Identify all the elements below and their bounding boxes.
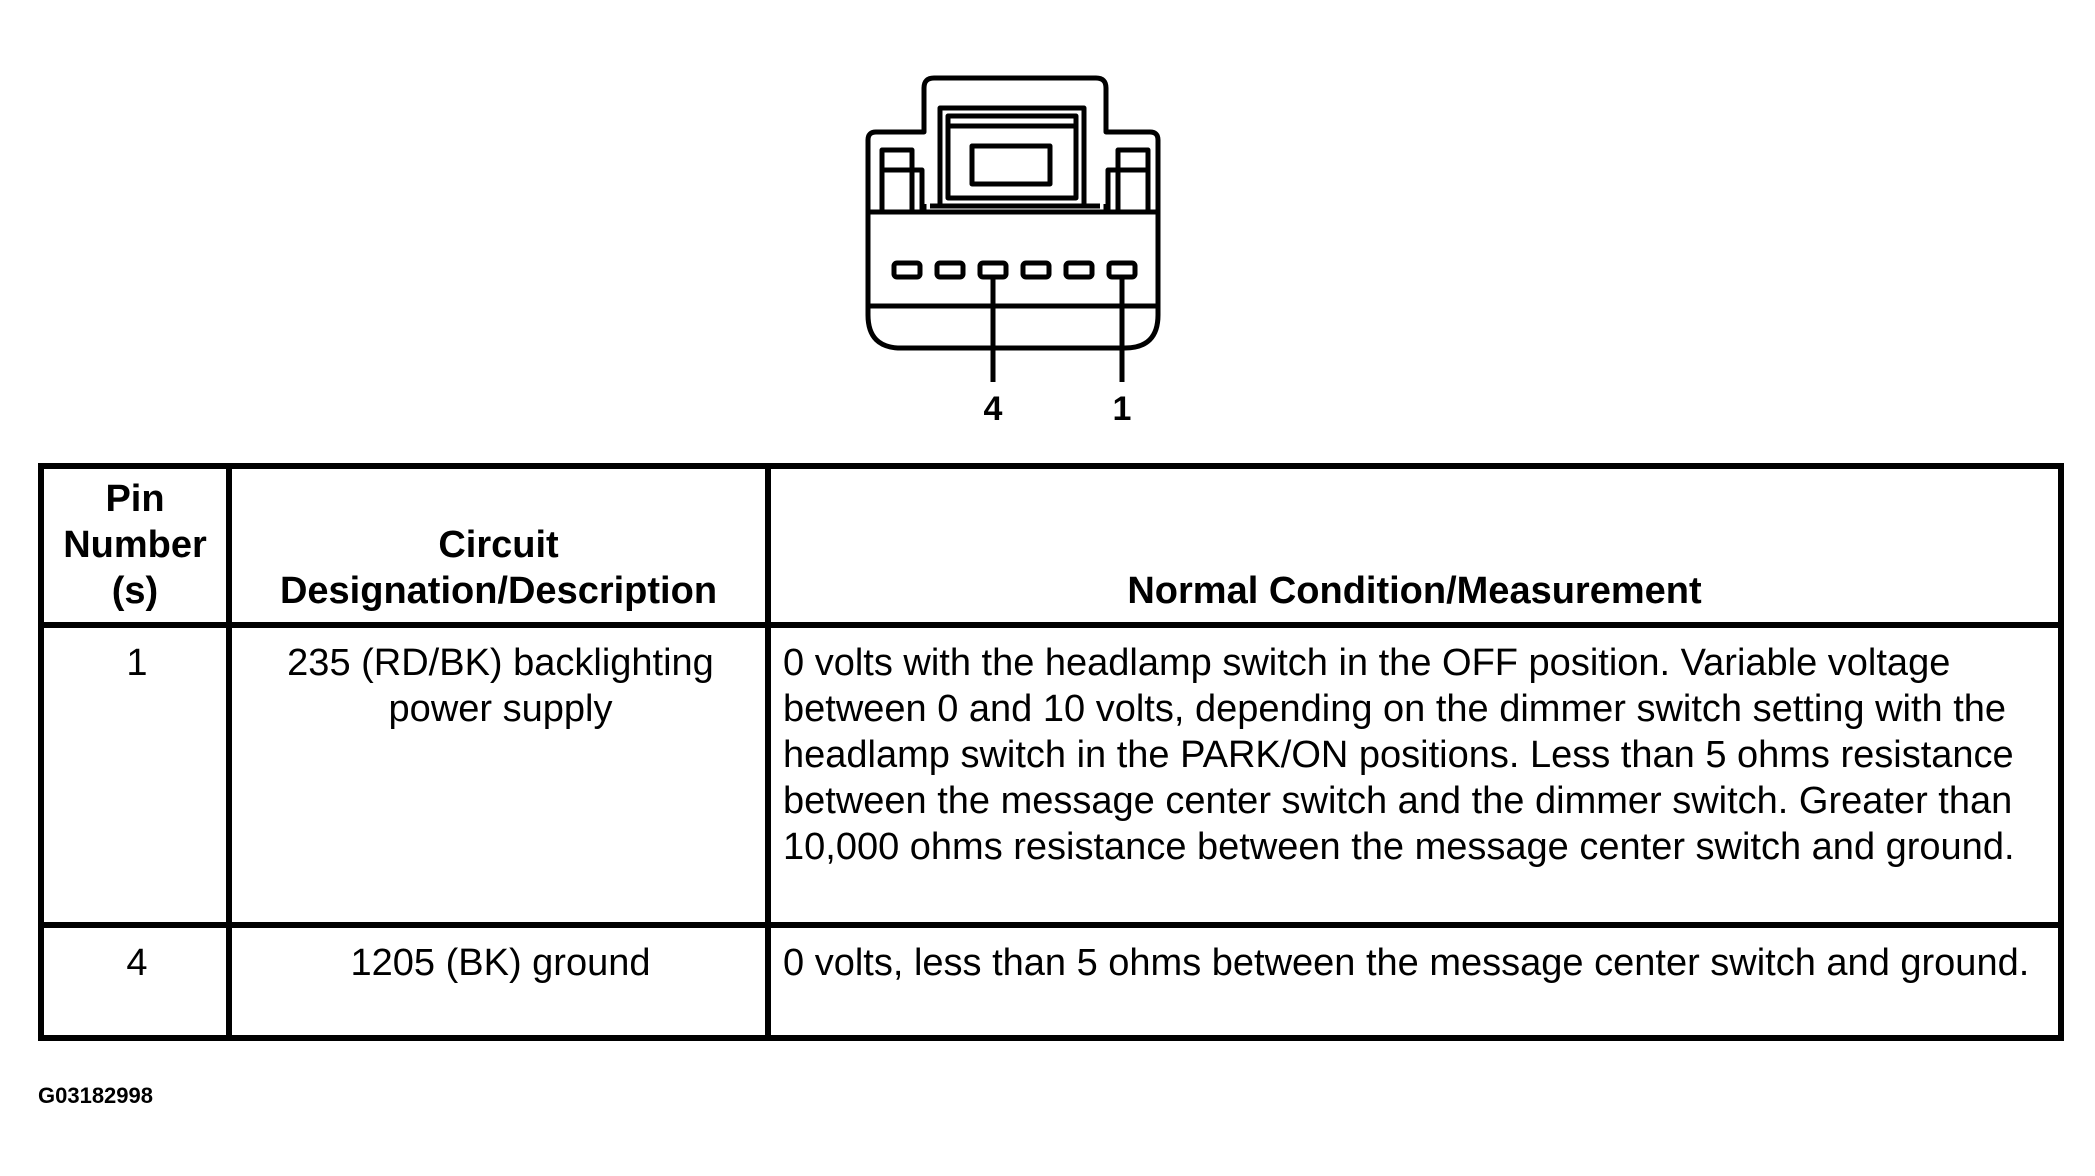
pin-label-1: 1 [1113,390,1132,428]
pin-cell: 1 [38,622,232,928]
condition-cell: 0 volts with the headlamp switch in the … [765,622,2064,928]
table-row: 4 1205 (BK) ground 0 volts, less than 5 … [38,922,2064,1041]
header-row: Pin Number (s) Circuit Designation/Descr… [38,463,2064,628]
header-pin-number: Pin Number (s) [38,463,232,628]
circuit-cell: 235 (RD/BK) backlighting power supply [226,622,771,928]
left-shoulder [879,167,925,215]
table-row: 1 235 (RD/BK) backlighting power supply … [38,622,2064,928]
right-shoulder [1105,167,1151,215]
circuit-cell: 1205 (BK) ground [226,922,771,1041]
connector-diagram: 4 1 [865,75,1161,428]
pin-cavity-5 [934,260,966,280]
pin-cavity-1 [1106,260,1138,280]
connector-housing [865,75,1161,351]
header-condition: Normal Condition/Measurement [765,463,2064,628]
latch-outer [937,105,1087,209]
figure-id: G03182998 [38,1083,153,1108]
pin-cavity-6 [891,260,923,280]
pin-label-4: 4 [984,390,1003,428]
condition-cell: 0 volts, less than 5 ohms between the me… [765,922,2064,1041]
pin-cavity-4 [977,260,1009,280]
pin-table: Pin Number (s) Circuit Designation/Descr… [38,463,2064,1041]
header-circuit: Circuit Designation/Description [226,463,771,628]
pin-cavity-3 [1020,260,1052,280]
latch-inner [945,113,1079,201]
pin-cavity-2 [1063,260,1095,280]
latch-window [969,143,1053,187]
pin-cell: 4 [38,922,232,1041]
